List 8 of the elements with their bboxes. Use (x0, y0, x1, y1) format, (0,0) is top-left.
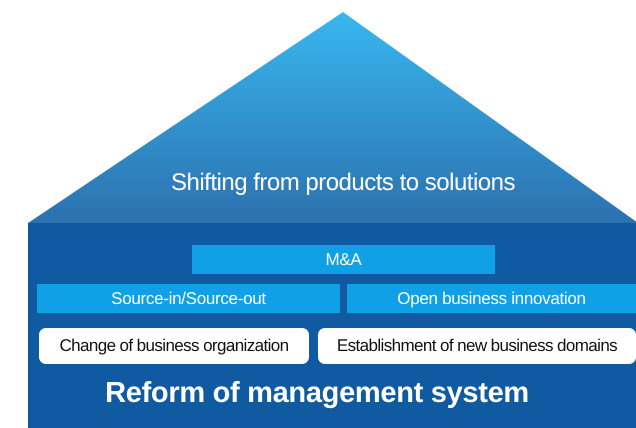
pillar-bar: M&A (192, 245, 495, 274)
initiative-label: Change of business organization (39, 328, 309, 364)
initiative-label: Establishment of new business domains (318, 328, 636, 364)
foundation-panel (28, 223, 636, 428)
roof-text: Shifting from products to solutions (170, 169, 516, 197)
panel-heading: Reform of management system (104, 377, 530, 410)
pillar-bar: Source-in/Source-out (37, 284, 340, 313)
pillar-bar: Open business innovation (347, 284, 636, 313)
